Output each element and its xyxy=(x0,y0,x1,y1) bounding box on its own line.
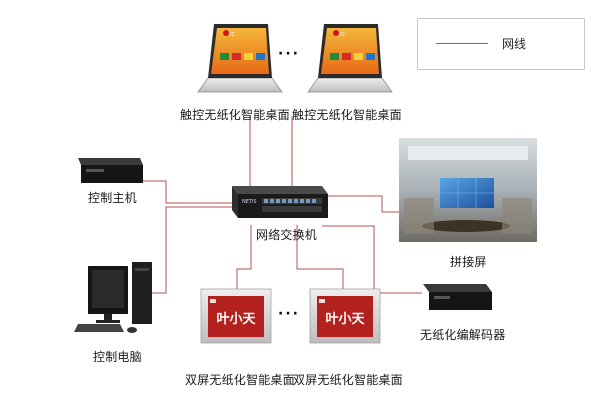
label-decoder: 无纸化编解码器 xyxy=(420,328,506,342)
legend-cable-swatch xyxy=(436,43,488,44)
cable-host xyxy=(143,180,240,204)
cable-video-wall xyxy=(325,195,400,213)
ellipsis-top: ··· xyxy=(278,46,300,62)
touch-tablet-2 xyxy=(307,24,393,93)
decoder-device xyxy=(423,284,492,310)
network-switch xyxy=(232,186,328,218)
cable-lines xyxy=(143,116,422,294)
dual-screen-desktop-2: 叶小天 xyxy=(309,288,381,344)
label-control-host: 控制主机 xyxy=(88,191,137,205)
label-video-wall: 拼接屏 xyxy=(450,255,487,269)
screen-text-dual-1: 叶小天 xyxy=(216,311,256,326)
label-touch-tablet-1: 触控无纸化智能桌面 xyxy=(180,108,290,122)
label-touch-tablet-2: 触控无纸化智能桌面 xyxy=(292,108,402,122)
legend-cable-label: 网线 xyxy=(502,37,527,51)
touch-tablet-1 xyxy=(197,24,283,93)
label-control-pc: 控制电脑 xyxy=(93,350,142,364)
label-dual-screen-2: 双屏无纸化智能桌面 xyxy=(293,373,403,387)
cable-dual-2 xyxy=(296,225,344,289)
ellipsis-bottom: ··· xyxy=(278,306,300,322)
cable-pc xyxy=(152,206,240,294)
legend: 网线 xyxy=(417,18,585,70)
screen-text-dual-2: 叶小天 xyxy=(325,311,365,326)
tablet-screen-text-2: IC xyxy=(340,32,345,38)
label-network-switch: 网络交换机 xyxy=(256,228,318,242)
control-pc xyxy=(74,262,152,333)
control-host xyxy=(78,158,143,183)
cable-decoder xyxy=(322,225,422,294)
dual-screen-desktop-1: 叶小天 xyxy=(200,288,272,344)
label-dual-screen-1: 双屏无纸化智能桌面 xyxy=(185,373,295,387)
tablet-screen-text-1: IC xyxy=(230,32,235,38)
switch-brand-text: NETIS xyxy=(242,199,257,205)
cable-dual-1 xyxy=(236,225,252,289)
video-wall xyxy=(399,138,537,242)
